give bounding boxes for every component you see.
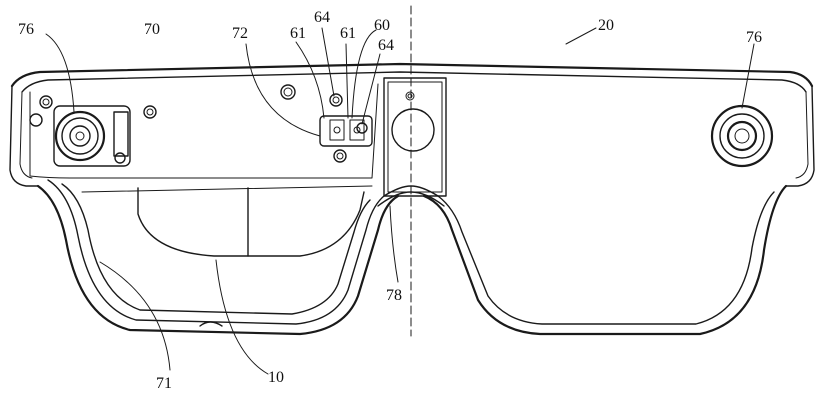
sensor-module — [319, 115, 373, 147]
left-camera — [53, 105, 131, 167]
screws — [29, 84, 368, 163]
label-20: 20 — [598, 17, 614, 34]
nose-bridge — [377, 77, 447, 207]
label-71: 71 — [156, 375, 172, 392]
glasses-frame — [9, 62, 815, 187]
left-lens — [36, 179, 400, 336]
label-70: 70 — [144, 21, 160, 38]
label-64-right: 64 — [378, 37, 394, 54]
left-housing-panel — [29, 83, 379, 179]
label-76-left: 76 — [18, 21, 34, 38]
label-72: 72 — [232, 25, 248, 42]
label-61-left: 61 — [290, 25, 306, 42]
leader-lines — [45, 27, 755, 375]
label-78: 78 — [386, 287, 402, 304]
reference-labels: 76 70 72 64 61 61 60 64 20 76 78 71 10 — [18, 9, 762, 392]
label-60: 60 — [374, 17, 390, 34]
label-61-right: 61 — [340, 25, 356, 42]
right-camera — [710, 104, 774, 168]
label-64-top: 64 — [314, 9, 330, 26]
label-76-right: 76 — [746, 29, 762, 46]
label-10: 10 — [268, 369, 284, 386]
